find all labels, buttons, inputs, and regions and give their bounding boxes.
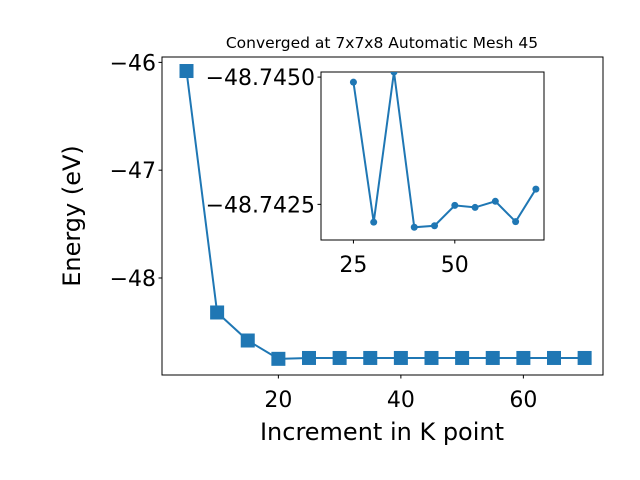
inset-marker (349, 78, 357, 86)
main-marker (179, 64, 194, 79)
inset-y-ticks: −48.7450 −48.7425 (206, 66, 321, 218)
inset-marker (410, 223, 418, 231)
main-x-tick-label: 60 (509, 388, 537, 413)
chart-title: Converged at 7x7x8 Automatic Mesh 45 (226, 34, 538, 52)
inset-series (349, 72, 540, 231)
main-marker (516, 350, 531, 365)
inset-x-tick-label: 50 (441, 253, 469, 278)
inset-marker (451, 201, 459, 209)
main-marker (485, 350, 500, 365)
inset-marker (532, 185, 540, 193)
main-x-tick-label: 20 (264, 388, 292, 413)
inset-frame (320, 71, 545, 241)
main-series (179, 64, 592, 366)
inset-marker (370, 218, 378, 226)
main-marker (424, 350, 439, 365)
main-y-tick-label: −48 (110, 267, 156, 292)
inset-x-ticks: 25 50 (339, 240, 469, 278)
main-marker (210, 305, 225, 320)
inset-series-line (352, 72, 537, 229)
main-x-ticks: 20 40 60 (264, 375, 537, 413)
inset-marker (471, 203, 479, 211)
main-marker (271, 351, 286, 366)
x-axis-label: Increment in K point (260, 418, 504, 446)
main-marker (363, 350, 378, 365)
main-marker (332, 350, 347, 365)
main-marker (302, 350, 316, 365)
main-y-tick-label: −47 (110, 159, 156, 184)
inset-y-tick-label: −48.7450 (206, 66, 315, 91)
main-marker (577, 350, 592, 365)
main-x-tick-label: 40 (387, 388, 415, 413)
main-marker (455, 350, 470, 365)
inset-marker (512, 218, 520, 226)
main-y-ticks: −46 −47 −48 (110, 51, 162, 292)
y-axis-label: Energy (eV) (58, 145, 86, 287)
inset-marker (390, 72, 398, 76)
inset-marker (431, 222, 439, 230)
inset-x-tick-label: 25 (339, 253, 367, 278)
inset-plot-area (320, 71, 545, 241)
main-y-tick-label: −46 (110, 51, 156, 76)
inset-y-tick-label: −48.7425 (206, 193, 315, 218)
main-marker (393, 350, 408, 365)
inset-chart: 25 50 −48.7450 −48.7425 (206, 66, 545, 278)
inset-marker (491, 197, 499, 205)
main-marker (240, 333, 255, 348)
main-marker (547, 350, 561, 365)
